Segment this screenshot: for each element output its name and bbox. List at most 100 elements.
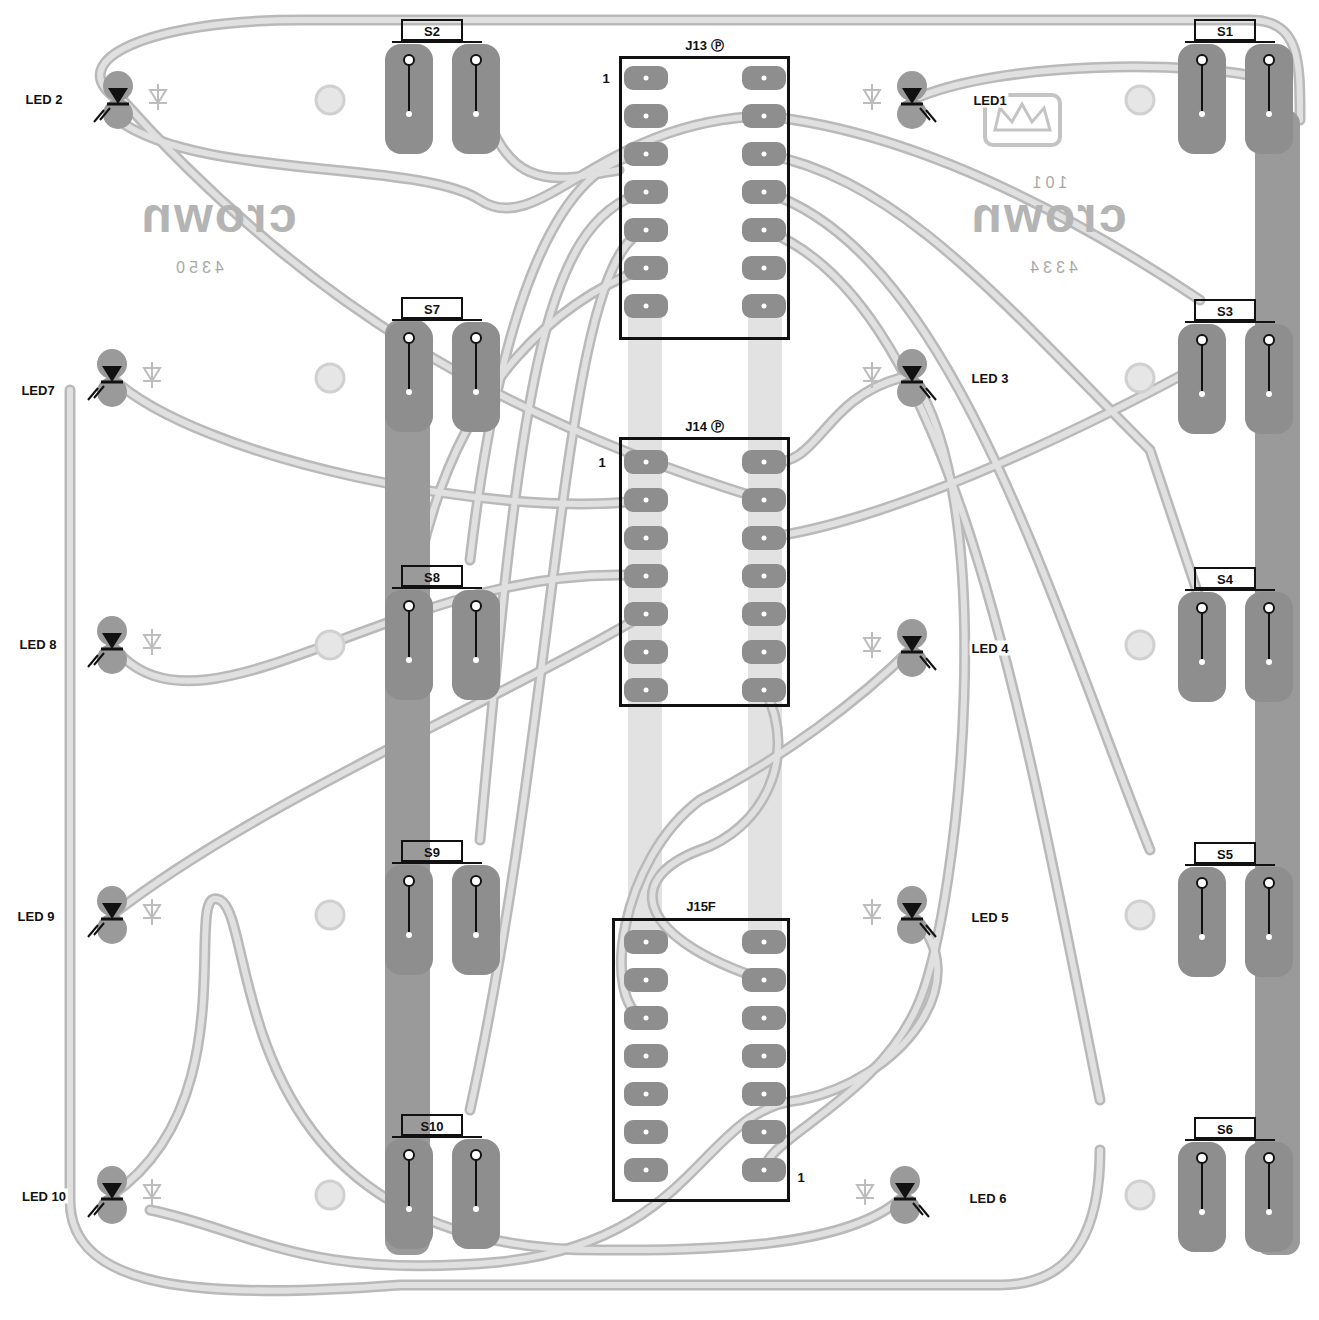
- switch-label: S4: [1215, 572, 1235, 587]
- switch-pin: [1268, 1163, 1270, 1210]
- led-symbol: [895, 1183, 915, 1199]
- mount-hole: [316, 1181, 344, 1209]
- switch-pin: [471, 601, 481, 611]
- ghost-diode: [871, 84, 873, 110]
- switch-hole: [1266, 659, 1272, 665]
- connector-pad: [624, 678, 668, 702]
- switch-outline: [1195, 1118, 1255, 1138]
- copper-trace: [765, 378, 965, 1172]
- mount-hole: [316, 86, 344, 114]
- switch-outline: [1195, 843, 1255, 863]
- pad-hole: [644, 1092, 649, 1097]
- connector-pad: [624, 1158, 668, 1182]
- switch-pin: [475, 65, 477, 112]
- switch-hole: [1266, 934, 1272, 940]
- switch-pin: [1197, 878, 1207, 888]
- led-symbol: [102, 633, 122, 649]
- led-symbol: [902, 366, 922, 382]
- led-arrow: [88, 388, 98, 400]
- connector-pad: [742, 294, 786, 318]
- switch-pin: [1264, 55, 1274, 65]
- led-arrow: [88, 925, 98, 937]
- switch-label: S1: [1215, 24, 1235, 39]
- switch-hole: [473, 932, 479, 938]
- switch-hole: [1199, 659, 1205, 665]
- led-pad: [97, 914, 127, 944]
- switch-hole: [1266, 111, 1272, 117]
- pad-hole: [762, 190, 767, 195]
- switch-pin: [475, 886, 477, 933]
- switch-pad: [1178, 44, 1226, 154]
- switch-hole: [406, 389, 412, 395]
- connector-pad: [624, 1006, 668, 1030]
- switch-pin: [408, 886, 410, 933]
- copper-trace: [765, 378, 900, 463]
- copper-trace: [112, 899, 905, 1250]
- switch-outline: [392, 1136, 482, 1138]
- switch-pin: [1197, 55, 1207, 65]
- pad-hole: [762, 304, 767, 309]
- switch-pad: [452, 590, 500, 700]
- led-symbol: [894, 1198, 916, 1201]
- copper-trace: [621, 648, 912, 1020]
- connector-pad: [742, 1006, 786, 1030]
- switch-outline: [1195, 568, 1255, 588]
- led-symbol: [101, 918, 123, 921]
- connector-pad: [742, 1044, 786, 1068]
- watermark-number: 4350: [170, 260, 226, 275]
- connector-pad: [624, 488, 668, 512]
- pad-hole: [762, 114, 767, 119]
- pad-hole: [644, 1168, 649, 1173]
- led-pad: [897, 377, 927, 407]
- switch-pad: [452, 865, 500, 975]
- watermark-number: 4334: [1024, 260, 1080, 275]
- switch-pin: [1197, 1153, 1207, 1163]
- led-symbol: [102, 1183, 122, 1199]
- logo-crown: [995, 104, 1050, 130]
- connector-pad: [742, 564, 786, 588]
- switch-outline: [1195, 20, 1255, 40]
- switch-pin: [1264, 1153, 1274, 1163]
- switch-hole: [473, 389, 479, 395]
- connector-pad: [742, 104, 786, 128]
- connector-pad: [624, 180, 668, 204]
- pad-hole: [762, 1092, 767, 1097]
- connector-pad: [624, 968, 668, 992]
- connector-pad: [742, 256, 786, 280]
- switch-hole: [1199, 111, 1205, 117]
- connector-pad: [742, 602, 786, 626]
- connector-pad: [742, 968, 786, 992]
- pad-hole: [762, 612, 767, 617]
- switch-outline: [1195, 300, 1255, 320]
- switch-label: S7: [422, 302, 442, 317]
- switch-pad: [385, 1139, 433, 1249]
- switch-pad: [452, 1139, 500, 1249]
- copper-trace: [70, 390, 1100, 1291]
- ghost-diode: [871, 632, 873, 658]
- ghost-diode: [151, 899, 153, 925]
- switch-hole: [1199, 1209, 1205, 1215]
- connector-pad: [624, 930, 668, 954]
- connector-pad: [742, 1082, 786, 1106]
- switch-pin: [1201, 1163, 1203, 1210]
- switch-pin: [408, 1160, 410, 1207]
- led-label: LED 8: [18, 637, 59, 652]
- led-label: LED 5: [970, 910, 1011, 925]
- pad-hole: [644, 152, 649, 157]
- switch-pin: [1197, 335, 1207, 345]
- switch-pin: [471, 333, 481, 343]
- pad-hole: [644, 498, 649, 503]
- led-label: LED1: [971, 93, 1008, 108]
- led-pad: [103, 99, 133, 129]
- switch-pin: [408, 611, 410, 658]
- pad-hole: [644, 612, 649, 617]
- copper-trace: [150, 915, 937, 1266]
- switch-hole: [473, 111, 479, 117]
- led-arrow: [926, 110, 936, 122]
- watermark: crown: [967, 208, 1128, 223]
- pad-hole: [644, 228, 649, 233]
- switch-pad: [452, 44, 500, 154]
- pad-hole: [644, 940, 649, 945]
- pad-hole: [762, 266, 767, 271]
